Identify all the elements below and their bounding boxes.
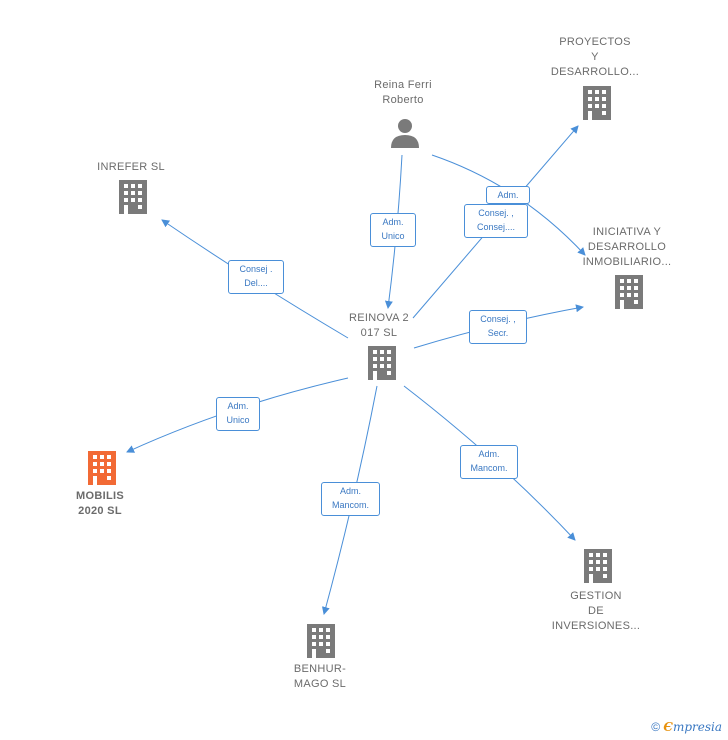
edge-label-reinova-mobilis[interactable]: Adm. Unico (216, 397, 260, 431)
building-icon (615, 275, 643, 309)
node-label: PROYECTOS Y DESARROLLO... (550, 36, 640, 78)
node-label: Reina Ferri Roberto (374, 79, 432, 106)
person-icon (391, 119, 419, 148)
brand-logo-initial: Є (663, 720, 673, 734)
node-benhur[interactable]: BENHUR- MAGO SL (260, 662, 380, 692)
node-label: REINOVA 2 017 SL (349, 312, 409, 339)
edge-label-reina-reinova[interactable]: Adm. Unico (370, 213, 416, 247)
node-iniciativa[interactable]: INICIATIVA Y DESARROLLO INMOBILIARIO... (567, 225, 687, 270)
node-label: MOBILIS 2020 SL (76, 490, 124, 517)
node-label: INICIATIVA Y DESARROLLO INMOBILIARIO... (582, 226, 672, 268)
brand-logo-text: mpresia (672, 720, 722, 734)
node-reinova[interactable]: REINOVA 2 017 SL (319, 311, 439, 341)
edge-label-reinova-proyectos[interactable]: Consej. , Consej.... (464, 204, 528, 238)
building-icon (584, 549, 612, 583)
edge-label-reinova-inrefer[interactable]: Consej . Del.... (228, 260, 284, 294)
node-mobilis[interactable]: MOBILIS 2020 SL (40, 489, 160, 519)
building-icon (88, 451, 116, 485)
building-icon (307, 624, 335, 658)
building-icon (583, 86, 611, 120)
edge-label-reinova-iniciativa[interactable]: Consej. , Secr. (469, 310, 527, 344)
copyright-icon: © (651, 720, 661, 734)
footer-brand: © Єmpresia (651, 720, 722, 734)
node-inrefer[interactable]: INREFER SL (71, 160, 191, 175)
node-label: BENHUR- MAGO SL (293, 663, 347, 690)
building-icon (368, 346, 396, 380)
node-label: INREFER SL (97, 161, 165, 173)
building-icon (119, 180, 147, 214)
node-label: GESTION DE INVERSIONES... (551, 590, 641, 632)
edge-label-reina-iniciativa[interactable]: Adm. (486, 186, 530, 204)
edge-label-reinova-gestion[interactable]: Adm. Mancom. (460, 445, 518, 479)
node-gestion[interactable]: GESTION DE INVERSIONES... (536, 589, 656, 634)
node-proyectos[interactable]: PROYECTOS Y DESARROLLO... (535, 35, 655, 80)
edge-label-reinova-benhur[interactable]: Adm. Mancom. (321, 482, 380, 516)
node-reina[interactable]: Reina Ferri Roberto (343, 78, 463, 108)
